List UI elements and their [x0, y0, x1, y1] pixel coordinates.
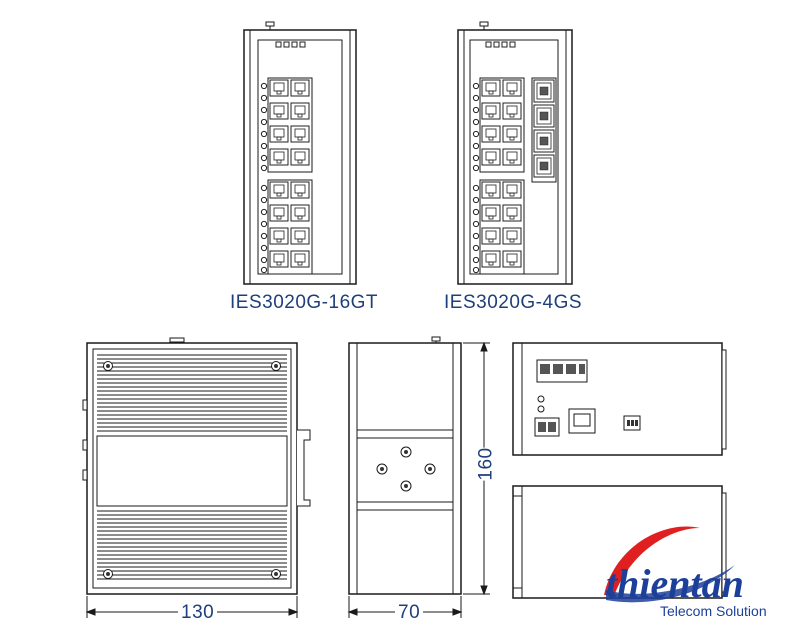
model-label-16gt: IES3020G-16GT [230, 292, 379, 313]
logo-wordmark: thientan [606, 561, 744, 606]
top-view [512, 342, 727, 456]
dimension-height-label: 160 [475, 447, 498, 481]
logo-swoosh [604, 526, 735, 603]
back-view [348, 336, 462, 595]
dimension-depth-label: 70 [395, 602, 424, 624]
logo-tagline: Telecom Solution [660, 603, 767, 619]
front-view-16gt [243, 21, 357, 285]
dimension-width-label: 130 [178, 602, 218, 624]
side-view [82, 337, 311, 595]
front-view-4gs [457, 21, 573, 285]
model-label-4gs: IES3020G-4GS [444, 292, 583, 313]
